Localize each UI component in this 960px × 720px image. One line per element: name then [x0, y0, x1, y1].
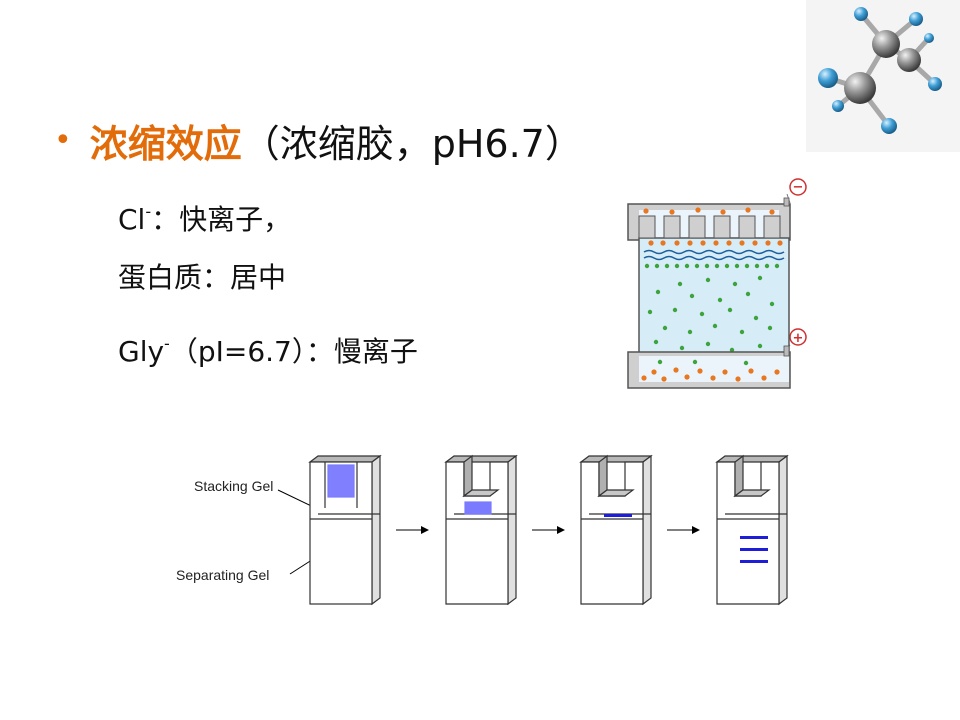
gel-stage-4 — [715, 454, 789, 606]
line-chloride-desc: ：快离子， — [151, 203, 292, 236]
stage-2-protein-zone — [464, 501, 492, 515]
slide-title: • 浓缩效应 （浓缩胶，pH6.7） — [54, 112, 583, 168]
line-chloride-ion: Cl — [118, 203, 146, 236]
stacking-gel-label: Stacking Gel — [194, 478, 273, 494]
gel-stacking-diagram: Stacking Gel Separating Gel — [176, 454, 789, 606]
gel-stage-2 — [444, 454, 518, 606]
title-rest: （浓缩胶，pH6.7） — [241, 121, 583, 166]
line-glycine: Gly-（pI=6.7）：慢离子 — [118, 324, 418, 368]
line-glycine-desc: （pI=6.7）：慢离子 — [169, 335, 418, 368]
line-chloride: Cl-：快离子， — [118, 192, 291, 236]
anode-sign: + — [793, 331, 804, 346]
electrophoresis-apparatus: − + — [627, 178, 807, 389]
title-bullet: • — [54, 122, 72, 158]
line-chloride-charge: - — [145, 202, 152, 221]
cathode-sign: − — [793, 180, 804, 195]
cathode-terminal: − — [786, 178, 807, 204]
separating-gel-label: Separating Gel — [176, 567, 269, 583]
stage-3-stacked-band — [604, 514, 632, 517]
line-protein: 蛋白质：居中 — [118, 258, 286, 298]
molecule-3d-icon — [806, 0, 960, 152]
line-protein-text: 蛋白质：居中 — [118, 261, 287, 294]
chloride-ions-upper — [643, 207, 783, 246]
gel-stage-1 — [308, 454, 382, 606]
stage-4-separated-bands — [740, 536, 768, 563]
gel-stage-3 — [579, 454, 653, 606]
title-highlight: 浓缩效应 — [89, 121, 242, 166]
line-glycine-charge: - — [164, 334, 170, 353]
line-glycine-ion: Gly — [118, 335, 165, 368]
glycine-ions-front — [644, 263, 780, 269]
glycine-ions-lower — [657, 359, 749, 366]
chloride-ions-lower — [641, 367, 780, 382]
protein-stacked-bands — [643, 249, 785, 261]
glycine-ions-scattered — [647, 275, 775, 353]
